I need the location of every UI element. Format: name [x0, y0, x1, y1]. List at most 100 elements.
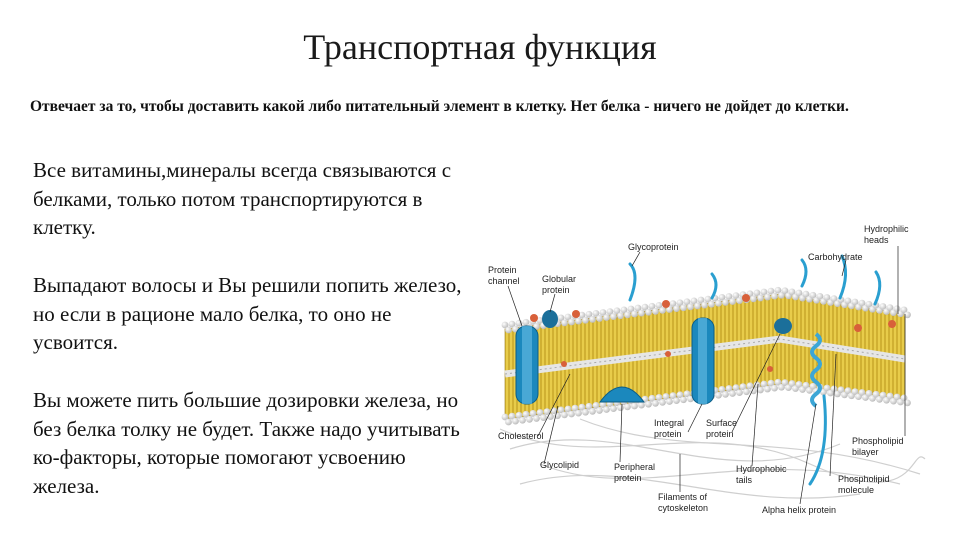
phospholipid-head	[505, 418, 512, 426]
label-hydrophobic-tails-1: Hydrophobic	[736, 464, 787, 474]
phospholipid-head	[809, 382, 817, 390]
phospholipid-head	[659, 399, 666, 406]
phospholipid-head	[872, 390, 880, 398]
phospholipid-head	[543, 408, 551, 416]
phospholipid-head	[673, 305, 680, 313]
label-protein-channel-1: Protein	[488, 265, 517, 275]
phospholipid-head	[795, 381, 803, 388]
phospholipid-head	[767, 379, 775, 387]
phospholipid-head	[515, 411, 523, 419]
svg-text:protein: protein	[654, 429, 682, 439]
phospholipid-head	[575, 317, 582, 325]
integral-protein-shape	[691, 317, 715, 405]
phospholipid-head	[561, 411, 568, 419]
label-globular-protein-2: protein	[542, 285, 570, 295]
phospholipid-head	[764, 293, 771, 301]
svg-text:Surface: Surface	[706, 418, 737, 428]
svg-text:cytoskeleton: cytoskeleton	[658, 503, 708, 513]
phospholipid-head	[823, 384, 831, 392]
phospholipid-head	[634, 304, 642, 312]
phospholipid-head	[757, 294, 764, 302]
svg-text:heads: heads	[864, 235, 889, 245]
phospholipid-head	[673, 397, 680, 405]
phospholipid-head	[697, 296, 705, 304]
phospholipid-head	[652, 399, 659, 407]
phospholipid-head	[743, 388, 750, 396]
svg-text:protein: protein	[706, 429, 734, 439]
label-filaments-2: cytoskeleton	[658, 503, 708, 513]
phospholipid-head	[690, 297, 698, 305]
svg-text:Hydrophobic: Hydrophobic	[736, 464, 787, 474]
phospholipid-head	[603, 314, 610, 321]
phospholipid-head	[638, 401, 645, 409]
label-protein-channel-2: channel	[488, 276, 520, 286]
svg-text:Globular: Globular	[542, 274, 576, 284]
phospholipid-head	[904, 399, 911, 407]
phospholipid-head	[757, 386, 764, 394]
phospholipid-head	[669, 392, 677, 400]
label-surface-protein-1: Surface	[706, 418, 737, 428]
phospholipid-head	[774, 286, 782, 294]
phospholipid-head	[753, 289, 761, 297]
phospholipid-head	[666, 306, 673, 313]
phospholipid-head	[736, 389, 743, 396]
paragraph-vitamins: Все витамины,минералы всегда связываются…	[33, 158, 452, 239]
phospholipid-head	[886, 304, 894, 311]
phospholipid-head	[613, 307, 621, 315]
svg-text:Phospholipid: Phospholipid	[852, 436, 904, 446]
svg-text:protein: protein	[614, 473, 642, 483]
phospholipid-head	[610, 405, 617, 413]
phospholipid-head	[736, 297, 743, 304]
phospholipid-head	[844, 387, 852, 395]
svg-text:tails: tails	[736, 475, 753, 485]
label-alpha-helix-protein: Alpha helix protein	[762, 505, 836, 515]
phospholipid-head	[606, 308, 614, 316]
label-peripheral-protein-1: Peripheral	[614, 462, 655, 472]
phospholipid-head	[522, 410, 530, 418]
phospholipid-head	[886, 392, 894, 400]
phospholipid-head	[585, 310, 593, 318]
phospholipid-head	[627, 305, 635, 313]
phospholipid-head	[638, 309, 645, 317]
phospholipid-head	[795, 289, 803, 297]
phospholipid-head	[844, 297, 852, 305]
phospholipid-head	[631, 402, 638, 410]
label-phospholipid-bilayer-2: bilayer	[852, 447, 879, 457]
phospholipid-head	[596, 315, 603, 322]
phospholipid-head	[676, 391, 684, 399]
phospholipid-head	[652, 307, 659, 315]
label-glycoprotein: Glycoprotein	[628, 242, 679, 252]
phospholipid-head	[722, 298, 729, 306]
svg-text:molecule: molecule	[838, 485, 874, 495]
paragraph-dosage: Вы можете пить большие дозировки железа,…	[33, 388, 460, 498]
phospholipid-head	[715, 391, 722, 399]
phospholipid-head	[557, 314, 565, 322]
leader-lines	[507, 246, 906, 505]
phospholipid-head	[781, 287, 789, 295]
cytoskeleton-filaments	[499, 418, 926, 499]
phospholipid-head	[631, 310, 638, 318]
phospholipid-head	[645, 308, 652, 316]
phospholipid-head	[851, 388, 859, 395]
label-phospholipid-bilayer-1: Phospholipid	[852, 436, 904, 446]
svg-text:Glycolipid: Glycolipid	[540, 460, 579, 470]
phospholipid-head	[823, 294, 831, 301]
phospholipid-head	[781, 379, 789, 387]
phospholipid-head	[624, 311, 631, 319]
phospholipid-head	[760, 380, 768, 388]
phospholipid-head	[561, 319, 568, 327]
svg-text:Peripheral: Peripheral	[614, 462, 655, 472]
label-phospholipid-molecule-1: Phospholipid	[838, 474, 890, 484]
cell-membrane-diagram: Protein channel Globular protein Glycopr…	[480, 214, 930, 524]
label-surface-protein-2: protein	[706, 429, 734, 439]
phospholipid-head	[750, 387, 757, 395]
phospholipid-head	[536, 409, 544, 416]
phospholipid-head	[680, 304, 687, 312]
paragraph-hair-iron: Выпадают волосы и Вы решили попить желез…	[33, 273, 462, 354]
phospholipid-head	[589, 315, 596, 323]
phospholipid-head	[837, 386, 845, 394]
slide-title: Транспортная функция	[303, 27, 657, 67]
phospholipid-head	[865, 300, 873, 308]
phospholipid-head	[557, 406, 565, 414]
phospholipid-head	[669, 300, 677, 308]
